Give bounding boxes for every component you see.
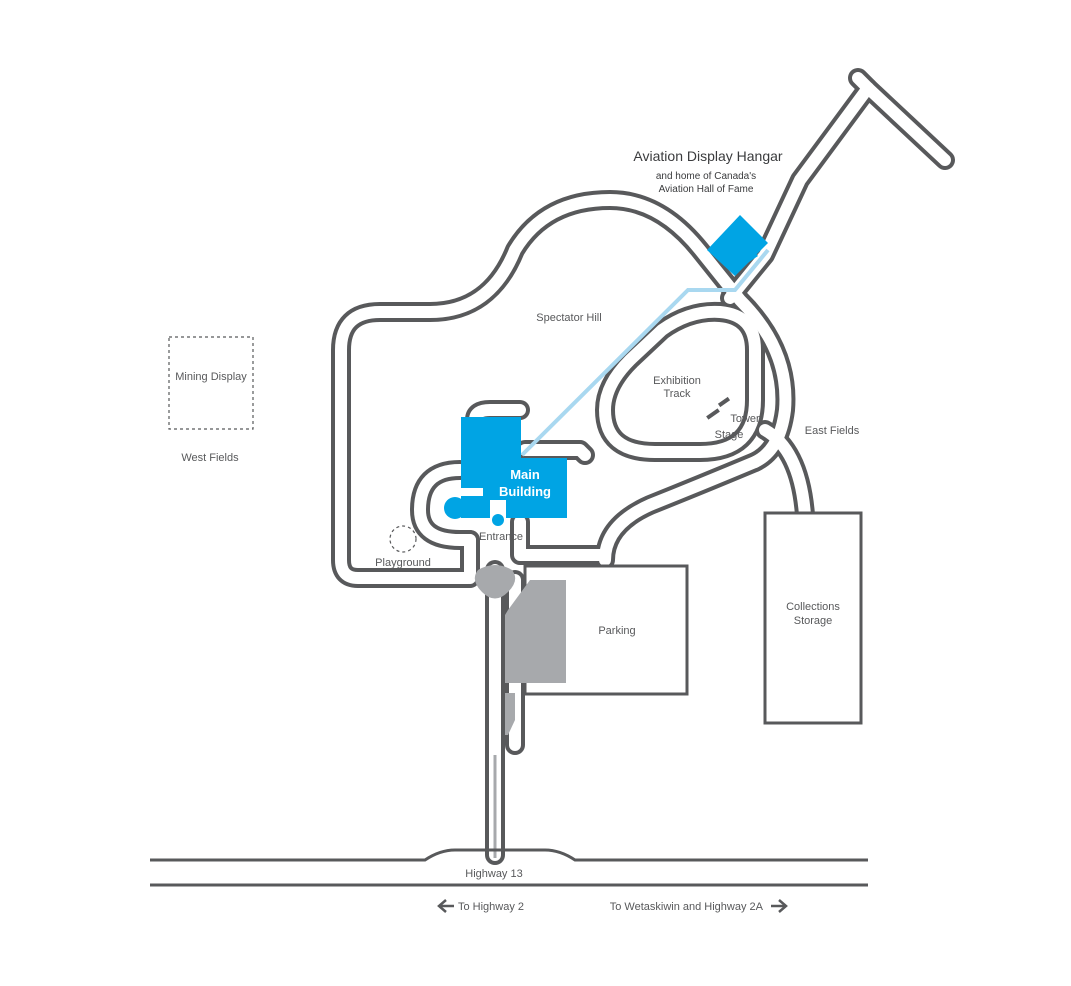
collections-storage-building (763, 511, 863, 725)
parking-lot-gray (505, 580, 566, 683)
exhibition-track-label-2: Track (663, 388, 691, 400)
to-wetaskiwin-label: To Wetaskiwin and Highway 2A (610, 901, 764, 913)
east-fields-label: East Fields (805, 425, 860, 437)
arrow-left-icon (437, 899, 454, 913)
arrow-right-icon (771, 899, 788, 913)
parking-area (474, 564, 689, 735)
west-fields-label: West Fields (181, 452, 239, 464)
road-network (331, 68, 955, 865)
map-labels: Aviation Display Hangar and home of Cana… (175, 148, 859, 913)
mining-display-label: Mining Display (175, 371, 247, 383)
roundabout-island (474, 565, 516, 599)
stage-label: Stage (715, 429, 744, 441)
spectator-hill-label: Spectator Hill (536, 312, 601, 324)
main-building-label-1: Main (510, 467, 540, 482)
collections-label-1: Collections (786, 601, 840, 613)
exhibition-track-label-1: Exhibition (653, 375, 701, 387)
main-building-label-2: Building (499, 484, 551, 499)
tower-stage-marks (706, 396, 731, 420)
main-building (444, 417, 567, 526)
parking-lower-strip (505, 693, 515, 735)
walkway-path (520, 248, 770, 457)
aviation-hangar-building (707, 215, 768, 276)
playground-area (389, 525, 417, 553)
entrance-label: Entrance (479, 531, 523, 543)
playground-label: Playground (375, 557, 431, 569)
collections-label-2: Storage (794, 615, 833, 627)
hangar-subtitle-2: Aviation Hall of Fame (659, 184, 754, 195)
mining-display-area (168, 336, 254, 430)
hangar-title: Aviation Display Hangar (633, 148, 782, 164)
parking-label: Parking (598, 625, 635, 637)
hangar-subtitle-1: and home of Canada's (656, 171, 756, 182)
highway-13 (150, 848, 868, 887)
highway-13-label: Highway 13 (465, 868, 522, 880)
to-highway-2-label: To Highway 2 (458, 901, 524, 913)
tower-label: Tower (730, 413, 760, 425)
